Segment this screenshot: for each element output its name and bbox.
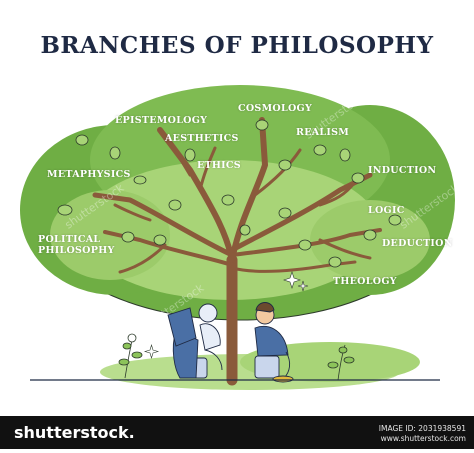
sparkle-icon xyxy=(143,271,309,360)
branch-label-deduction: DEDUCTION xyxy=(382,238,453,249)
branch-label-aesthetics: AESTHETICS xyxy=(165,133,239,144)
branch-label-ethics: ETHICS xyxy=(197,160,241,171)
branch-label-induction: INDUCTION xyxy=(368,165,437,176)
branch-label-political-philosophy: POLITICAL PHILOSOPHY xyxy=(38,234,115,256)
footer-image-info: IMAGE ID: 2031938591 www.shutterstock.co… xyxy=(379,424,466,444)
site-url-text: www.shutterstock.com xyxy=(380,434,466,443)
footer-brand-logo: shutterstock. xyxy=(14,423,135,442)
person-reading-left xyxy=(167,303,223,379)
branch-label-epistemology: EPISTEMOLOGY xyxy=(115,115,208,126)
footer-bar: shutterstock. IMAGE ID: 2031938591 www.s… xyxy=(0,416,474,449)
leaves xyxy=(57,119,402,268)
tree-canopy xyxy=(20,85,455,321)
page-title: BRANCHES OF PHILOSOPHY xyxy=(40,32,434,59)
branch-label-metaphysics: METAPHYSICS xyxy=(47,169,131,180)
branch-label-theology: THEOLOGY xyxy=(333,276,397,287)
plant-right xyxy=(327,344,355,381)
branch-label-realism: REALISM xyxy=(296,127,350,138)
plant-left xyxy=(118,333,143,379)
image-id-text: IMAGE ID: 2031938591 xyxy=(378,424,466,433)
branch-label-logic: LOGIC xyxy=(368,205,405,216)
branch-label-cosmology: COSMOLOGY xyxy=(238,103,313,114)
